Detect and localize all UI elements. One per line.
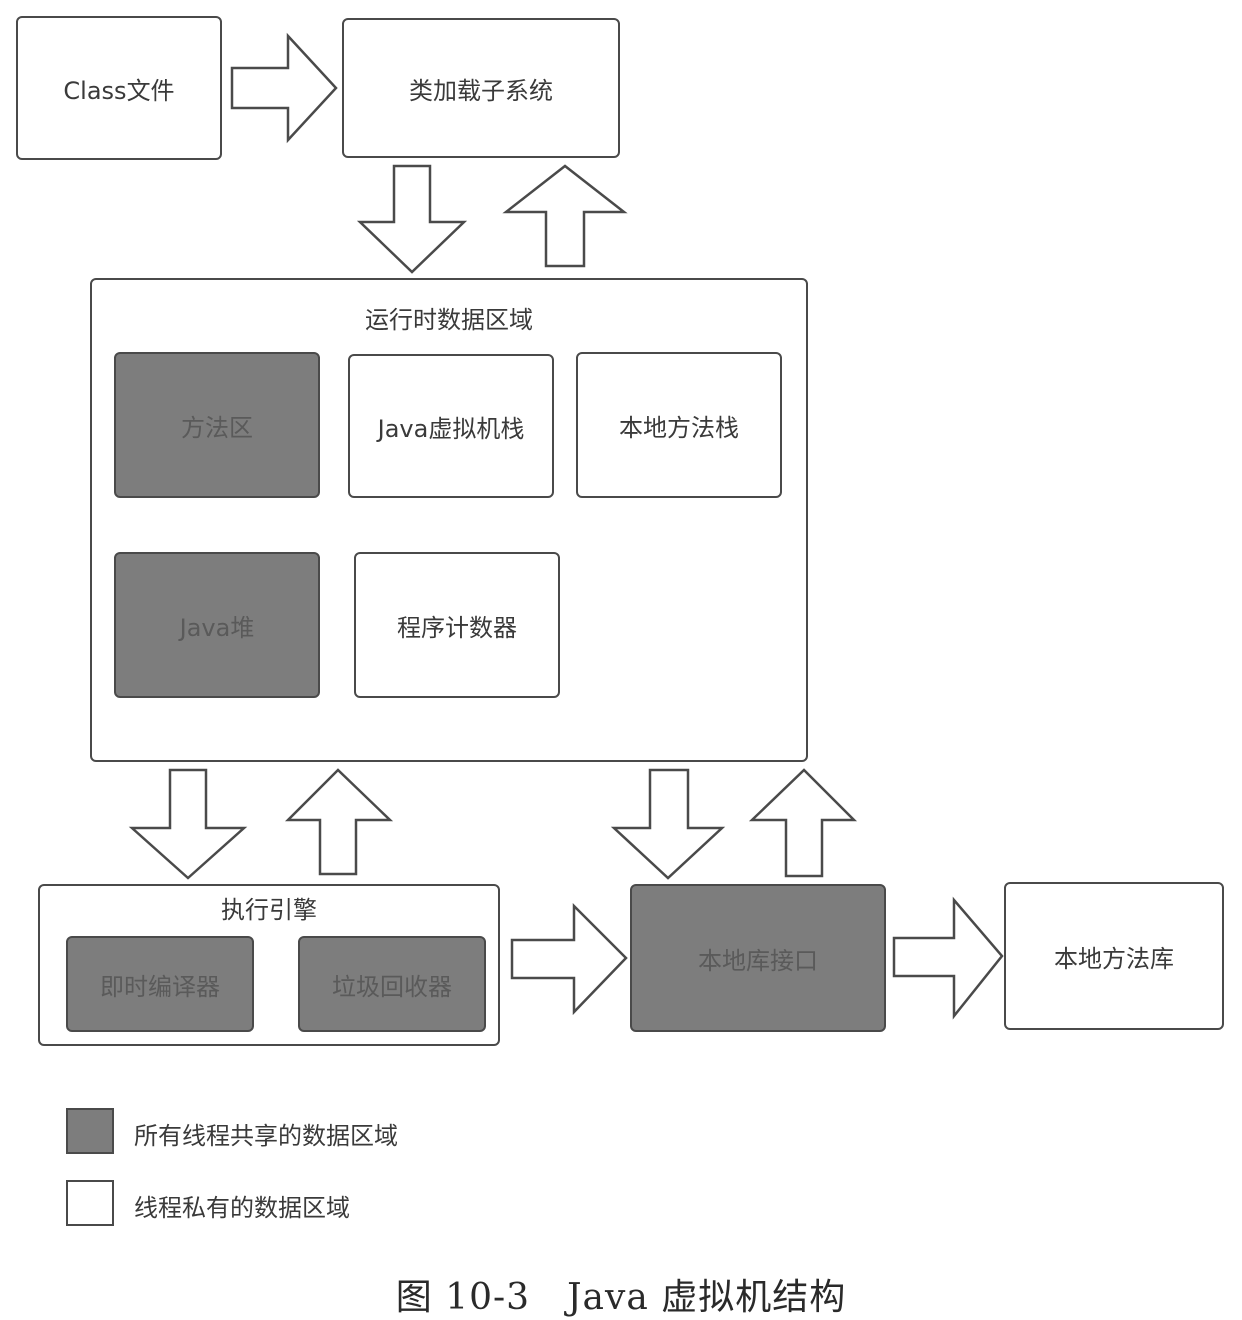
java-vm-stack-node: Java虚拟机栈 — [348, 354, 554, 498]
java-heap-label: Java堆 — [179, 613, 255, 642]
java-vm-stack-label: Java虚拟机栈 — [377, 414, 525, 443]
native-library-node: 本地方法库 — [1004, 882, 1224, 1030]
arrow-runtime-to-engine — [128, 768, 248, 880]
jit-compiler-label: 即时编译器 — [100, 972, 220, 1001]
class-loader-label: 类加载子系统 — [409, 76, 553, 105]
legend-private-label: 线程私有的数据区域 — [134, 1194, 350, 1222]
native-interface-label: 本地库接口 — [698, 946, 818, 975]
native-library-label: 本地方法库 — [1054, 944, 1174, 973]
garbage-collector-node: 垃圾回收器 — [298, 936, 486, 1032]
execution-engine-title: 执行引擎 — [221, 896, 317, 924]
arrow-engine-to-runtime — [284, 768, 394, 876]
arrow-native-interface-to-library — [892, 896, 1004, 1020]
arrow-runtime-to-native-interface — [610, 768, 726, 880]
arrow-loader-to-runtime — [356, 164, 468, 274]
program-counter-label: 程序计数器 — [397, 613, 517, 642]
native-interface-node: 本地库接口 — [630, 884, 886, 1032]
native-method-stack-node: 本地方法栈 — [576, 352, 782, 498]
method-area-node: 方法区 — [114, 352, 320, 498]
method-area-label: 方法区 — [181, 413, 253, 442]
runtime-data-area-title: 运行时数据区域 — [365, 306, 533, 334]
arrow-classfile-to-loader — [230, 32, 338, 144]
java-heap-node: Java堆 — [114, 552, 320, 698]
class-loader-node: 类加载子系统 — [342, 18, 620, 158]
figure-caption: 图 10-3 Java 虚拟机结构 — [395, 1277, 847, 1318]
arrow-engine-to-native-interface — [510, 902, 628, 1016]
legend-shared-swatch — [66, 1108, 114, 1154]
program-counter-node: 程序计数器 — [354, 552, 560, 698]
class-file-label: Class文件 — [63, 76, 175, 105]
garbage-collector-label: 垃圾回收器 — [332, 972, 452, 1001]
legend-shared-label: 所有线程共享的数据区域 — [134, 1122, 398, 1150]
legend-private-swatch — [66, 1180, 114, 1226]
jit-compiler-node: 即时编译器 — [66, 936, 254, 1032]
arrow-runtime-to-loader — [502, 164, 628, 268]
arrow-native-interface-to-runtime — [748, 768, 858, 878]
native-method-stack-label: 本地方法栈 — [619, 413, 739, 442]
class-file-node: Class文件 — [16, 16, 222, 160]
